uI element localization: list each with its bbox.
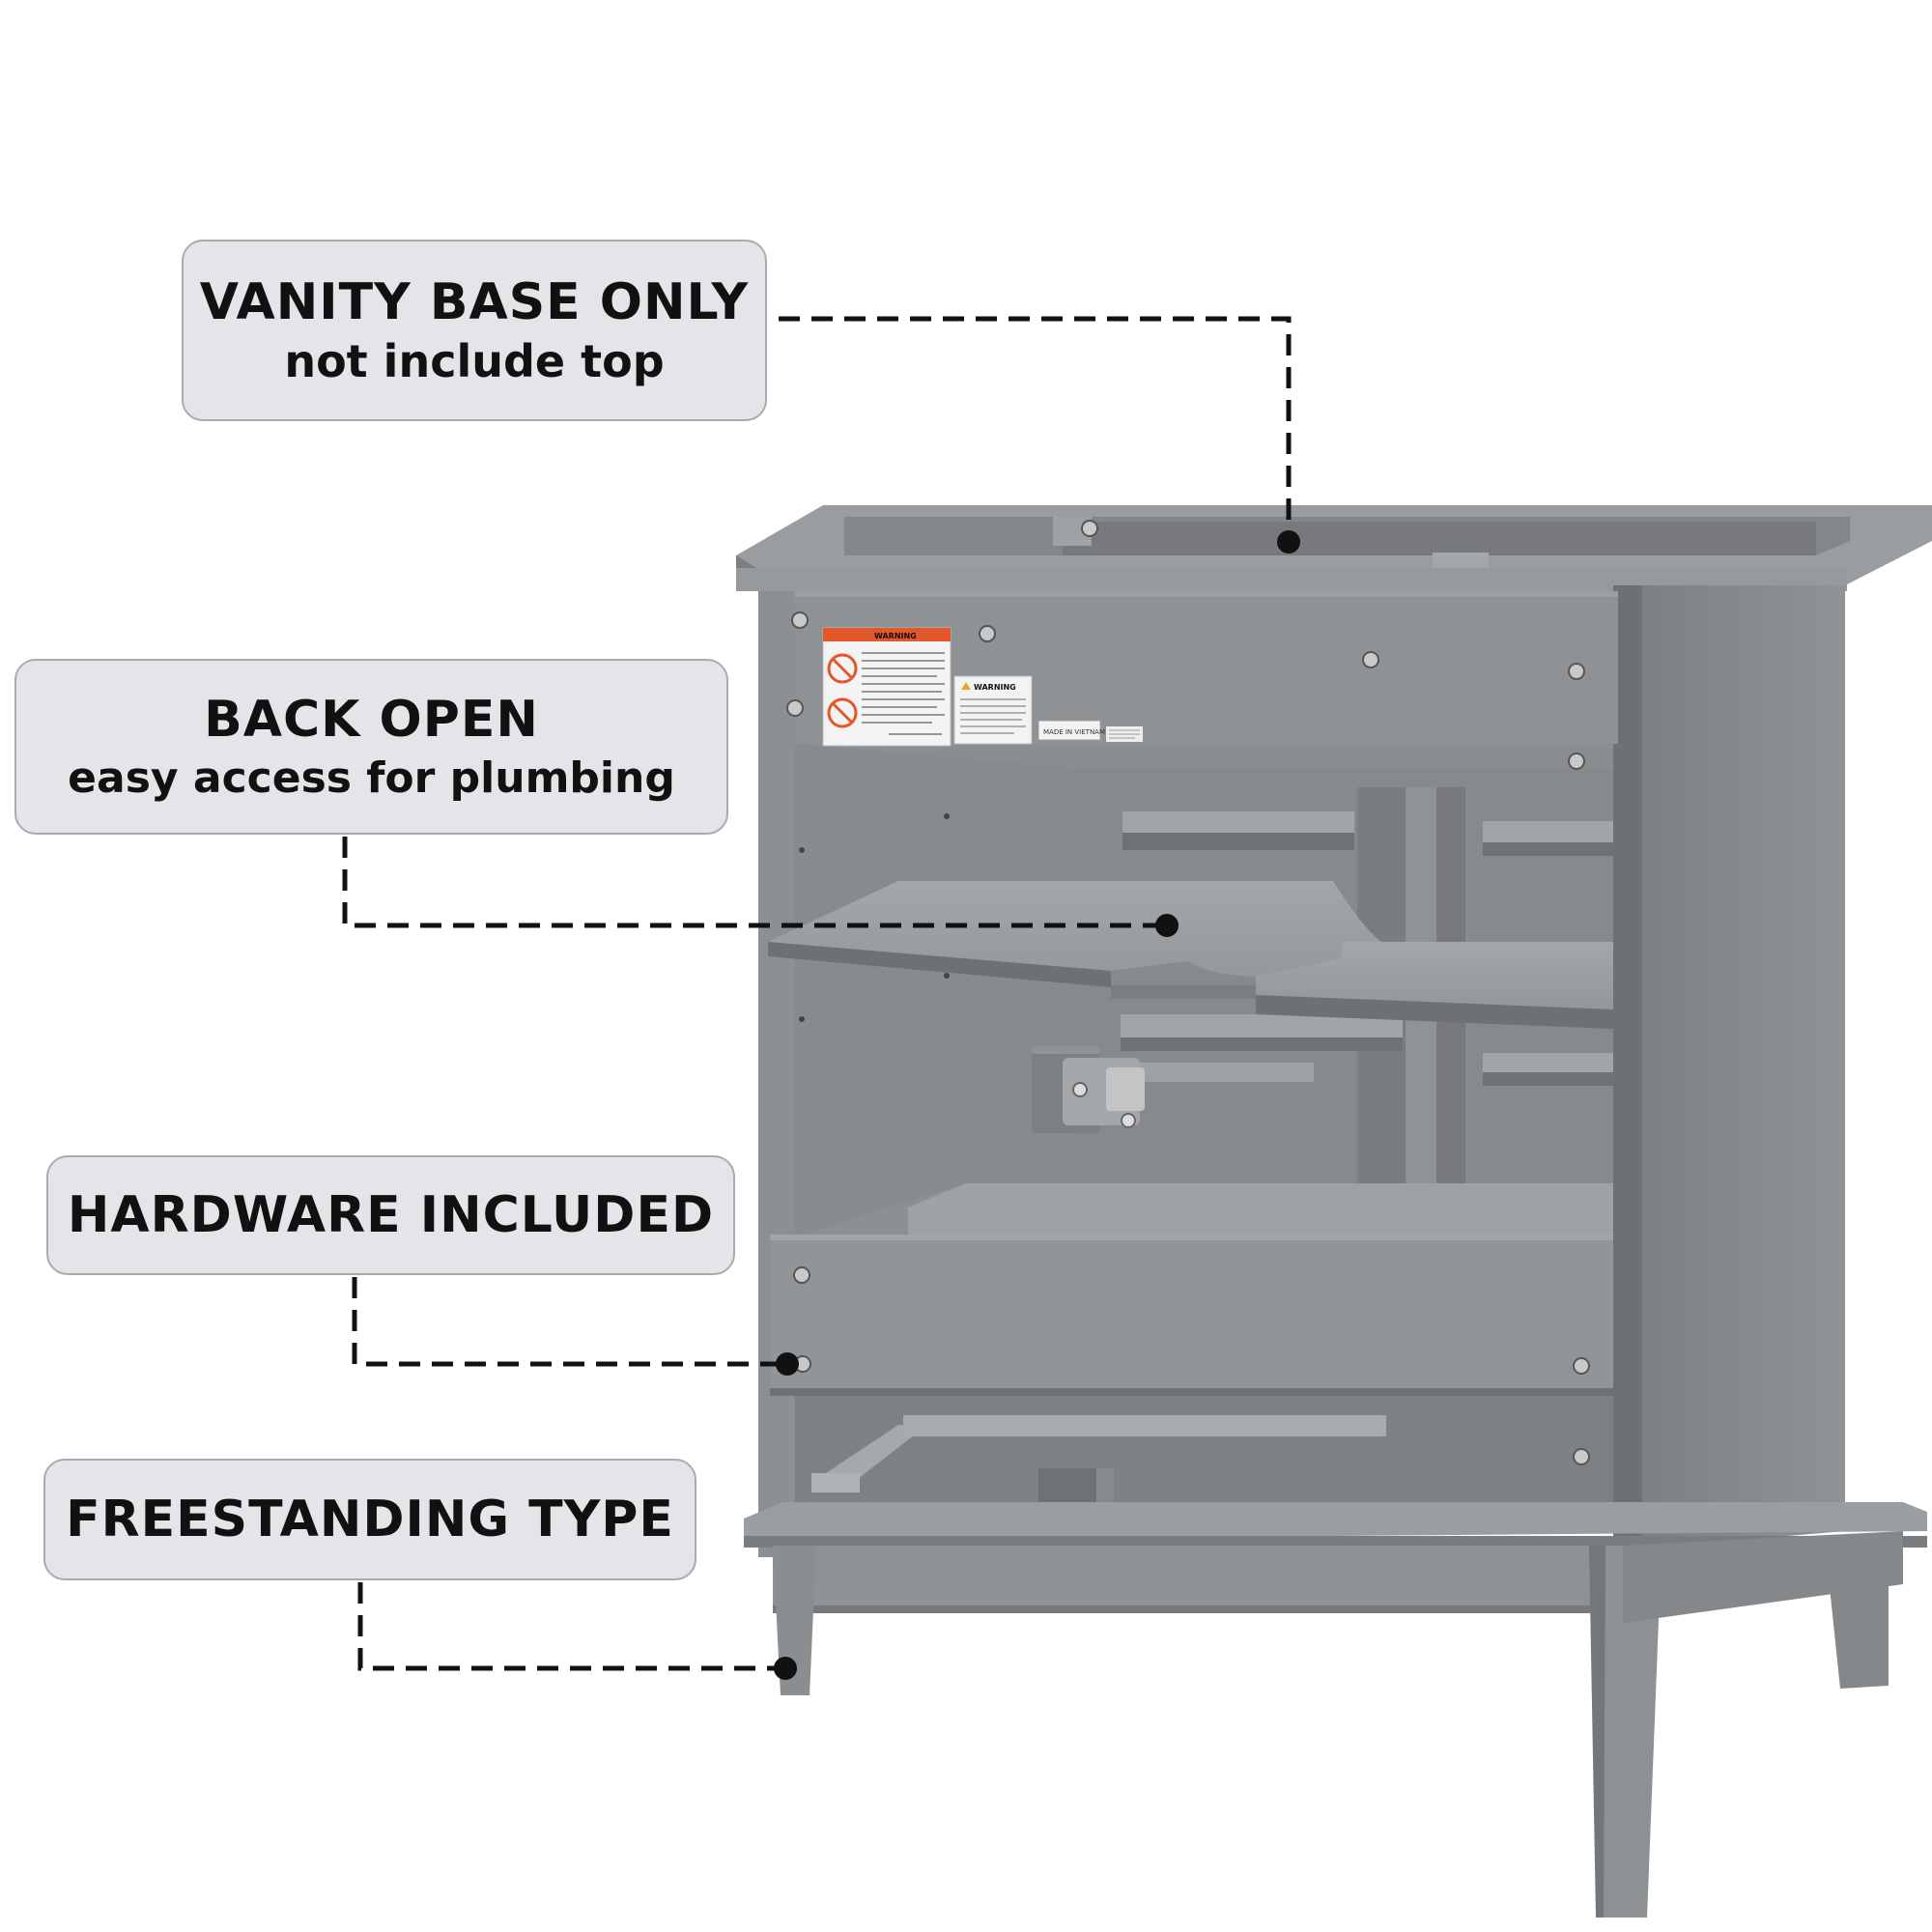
warning-label-small: WARNING [953, 675, 1033, 745]
made-in-text: MADE IN VIETNAM [1043, 728, 1105, 736]
screw [1573, 1448, 1590, 1465]
base-frame [744, 1502, 1927, 1918]
screw [791, 611, 809, 629]
screw [786, 699, 804, 717]
callout-title: VANITY BASE ONLY [199, 272, 750, 331]
leader-dot [1155, 914, 1179, 937]
leader-dots [774, 530, 1300, 1680]
callout-freestanding: FREESTANDING TYPE [43, 1459, 696, 1580]
leader-line-freestanding [357, 1582, 782, 1671]
hinge-hardware [1032, 1046, 1145, 1133]
warning-label-text: WARNING [874, 632, 917, 640]
leader-dot [776, 1352, 799, 1376]
callout-back-open: BACK OPEN easy access for plumbing [14, 659, 728, 835]
callout-title: BACK OPEN [204, 691, 539, 749]
leader-line-back-open [342, 837, 1164, 928]
top-frame [736, 505, 1932, 595]
screws [786, 520, 1590, 1465]
callout-subtitle: not include top [284, 334, 665, 387]
screw [979, 625, 996, 642]
lower-stretcher [795, 1396, 1613, 1546]
screw [1362, 651, 1379, 668]
callout-vanity-base: VANITY BASE ONLY not include top [182, 240, 767, 421]
leader-dot [774, 1657, 797, 1680]
screw [1081, 520, 1098, 537]
shelf [768, 881, 1613, 1029]
screw [793, 1266, 810, 1284]
leader-dot [1277, 530, 1300, 554]
right-side-panel [1613, 585, 1845, 1550]
callout-subtitle: easy access for plumbing [68, 753, 675, 803]
callout-title: FREESTANDING TYPE [66, 1490, 674, 1548]
screw [1573, 1357, 1590, 1375]
leader-line-hardware [352, 1277, 784, 1367]
bottom-shelf [770, 1183, 1613, 1396]
leader-lines [342, 316, 1292, 1671]
origin-label: MADE IN VIETNAM [1037, 720, 1143, 742]
screw [1568, 753, 1585, 770]
callout-title: HARDWARE INCLUDED [67, 1185, 715, 1244]
callout-hardware: HARDWARE INCLUDED [46, 1155, 735, 1275]
screw [1568, 663, 1585, 680]
warning-label-text: WARNING [974, 683, 1016, 692]
leader-line-vanity-base [779, 316, 1292, 541]
warning-label-large: WARNING [822, 627, 952, 747]
